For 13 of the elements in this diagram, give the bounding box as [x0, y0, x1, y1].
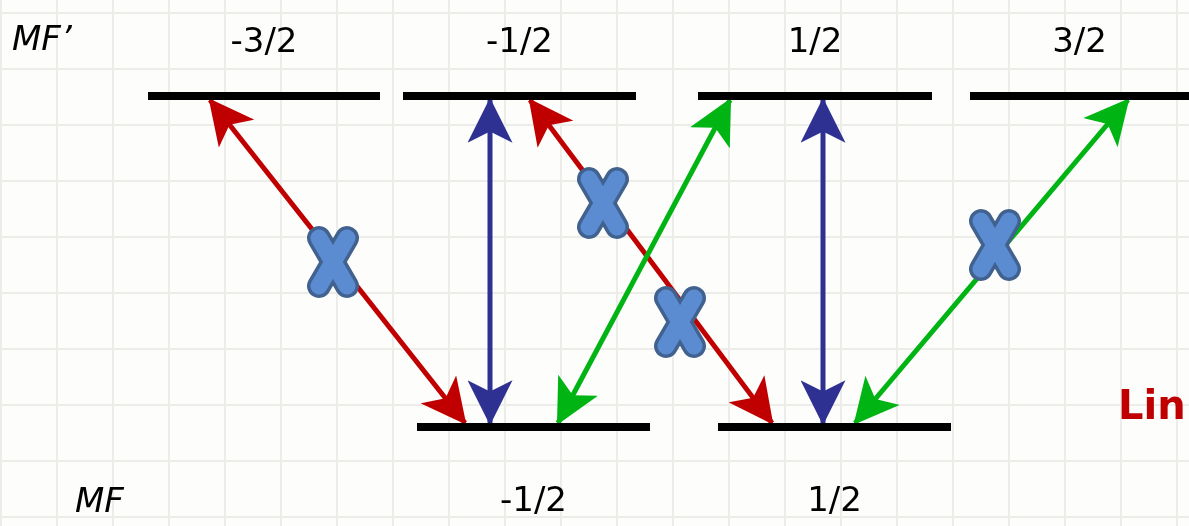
level-label: -3/2 — [229, 20, 299, 60]
transition-arrow — [853, 98, 1130, 425]
level-label: -1/2 — [499, 479, 568, 519]
level-label: -1/2 — [485, 20, 554, 60]
level-label: 3/2 — [1051, 20, 1108, 60]
axis-label: MF — [75, 480, 124, 520]
level-label: 1/2 — [786, 20, 844, 60]
transition-arrow — [800, 97, 846, 426]
level-label: 1/2 — [806, 479, 863, 519]
heading-text: Lin — [1118, 382, 1186, 428]
transition-arrow — [467, 97, 513, 426]
axis-label: MF’ — [12, 18, 72, 58]
transition-arrow — [555, 98, 733, 425]
